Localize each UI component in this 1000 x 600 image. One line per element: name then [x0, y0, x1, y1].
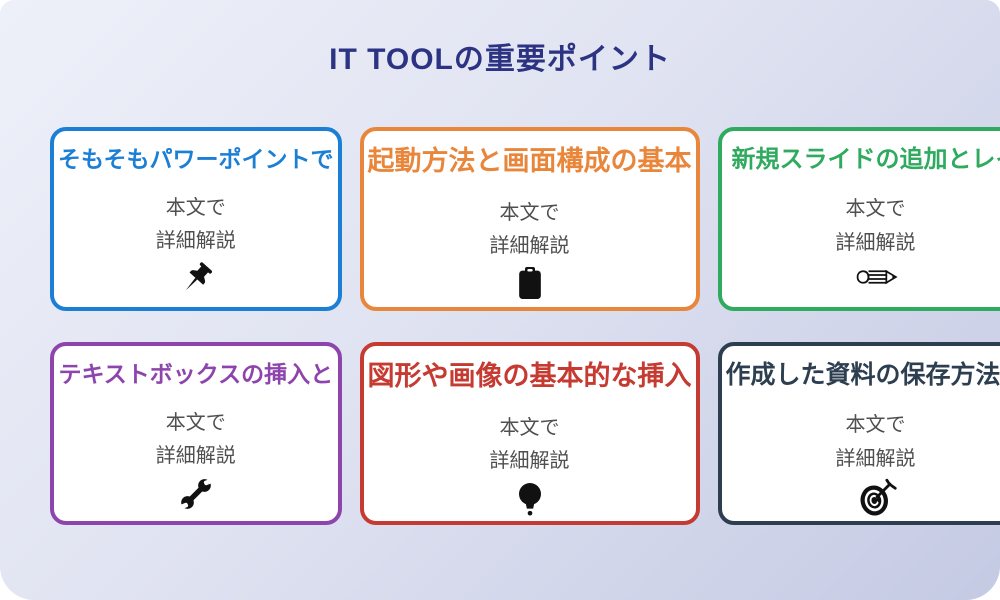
card-title: 新規スライドの追加とレイ [731, 146, 1000, 173]
card-title: そもそもパワーポイントで [58, 146, 334, 172]
clipboard-icon [510, 264, 550, 304]
card-title: テキストボックスの挿入と [58, 361, 334, 387]
card-shapes-images: 図形や画像の基本的な挿入 本文で 詳細解説 [359, 342, 700, 525]
page-title: IT TOOLの重要ポイント [329, 43, 671, 76]
target-icon [855, 476, 897, 518]
card-title: 起動方法と画面構成の基本 [367, 146, 692, 176]
card-body: 本文で 詳細解説 [155, 411, 236, 468]
card-body: 本文で 詳細解説 [835, 414, 916, 470]
pushpin-icon [176, 259, 216, 299]
card-body: 本文で 詳細解説 [489, 416, 570, 473]
card-startup-screen: 起動方法と画面構成の基本 本文で 詳細解説 [359, 127, 700, 311]
card-title: 作成した資料の保存方法と [725, 361, 1000, 389]
card-body: 本文で 詳細解説 [835, 198, 916, 254]
card-new-slide-layout: 新規スライドの追加とレイ 本文で 詳細解説 [717, 127, 1000, 311]
card-powerpoint-basics: そもそもパワーポイントで 本文で 詳細解説 [50, 127, 342, 311]
card-body: 本文で 詳細解説 [489, 201, 570, 258]
card-grid: そもそもパワーポイントで 本文で 詳細解説 起動方法と画面構成の基本 本文で 詳… [50, 127, 1000, 525]
card-save-methods: 作成した資料の保存方法と 本文で 詳細解説 [717, 342, 1000, 525]
card-title: 図形や画像の基本的な挿入 [367, 361, 692, 391]
wrench-icon [176, 474, 216, 514]
card-body: 本文で 詳細解説 [155, 196, 236, 253]
pencil-icon [853, 260, 899, 293]
lightbulb-icon [510, 479, 550, 519]
card-textbox-insert: テキストボックスの挿入と 本文で 詳細解説 [50, 342, 342, 525]
